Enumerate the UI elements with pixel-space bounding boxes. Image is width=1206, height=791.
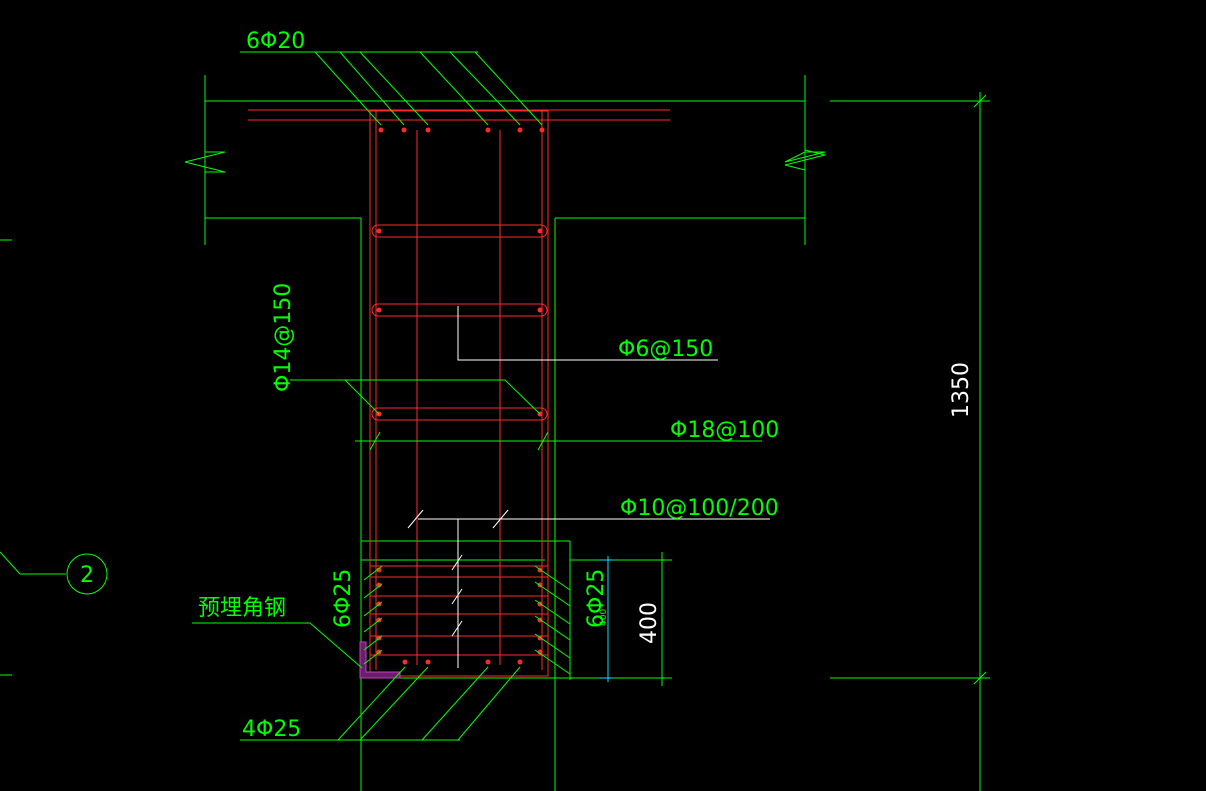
left-col-bars-label: 6Φ25 (331, 569, 356, 628)
top-bars-leaders (240, 51, 543, 126)
left-col-bars-hatch (363, 565, 383, 665)
dimension-total (830, 92, 990, 791)
rebar-dots (376, 127, 545, 665)
dimension-base-small-label: 400 (599, 609, 609, 626)
side-bars-label: Φ14@150 (271, 283, 296, 392)
dimension-total-label: 1350 (949, 362, 974, 418)
stirrups-leader (407, 509, 770, 668)
bottom-bars-label: 4Φ25 (242, 717, 301, 742)
top-bars-label: 6Φ20 (246, 29, 305, 54)
embedded-angle-steel (359, 641, 401, 679)
right-col-bars-hatch (534, 565, 571, 675)
section-number: 2 (80, 563, 94, 588)
horizontal-bars-leader (355, 431, 762, 451)
angle-steel-leader (192, 622, 363, 669)
column-outline (360, 218, 571, 791)
right-col-bars-label: 6Φ25 (584, 569, 609, 628)
rebar-cage (248, 109, 670, 677)
dimension-base (570, 552, 672, 686)
bottom-bars-leaders (240, 666, 521, 741)
tie-bar-label: Φ6@150 (618, 337, 713, 362)
dimension-base-label: 400 (637, 602, 662, 644)
stirrups-label: Φ10@100/200 (620, 496, 779, 521)
horizontal-bars-label: Φ18@100 (670, 418, 779, 443)
tie-bar-leader (457, 306, 718, 361)
embedded-angle-label: 预埋角钢 (198, 596, 286, 621)
section-marker (0, 551, 108, 595)
side-bars-leader (290, 379, 541, 415)
slab-outline (184, 75, 826, 245)
left-edge-ticks (0, 239, 12, 676)
